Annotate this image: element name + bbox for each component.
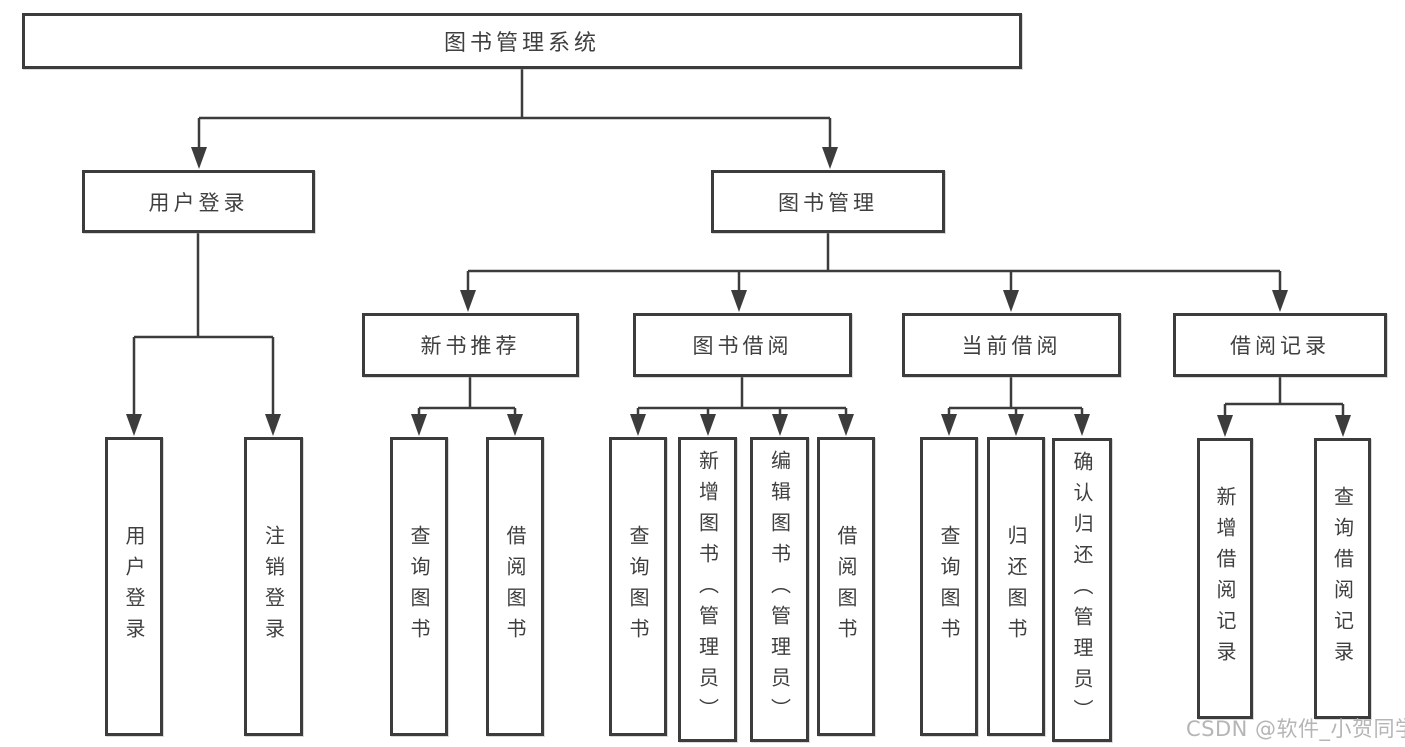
- node-book-management: 图书管理: [711, 170, 945, 233]
- leaf-query-book-c-label: 查询图书: [937, 524, 961, 649]
- leaf-add-book-label: 新增图书（管理员）: [695, 450, 720, 729]
- leaf-confirm-return-label: 确认归还（管理员）: [1070, 450, 1094, 730]
- leaf-return-book: 归还图书: [987, 437, 1045, 736]
- leaf-confirm-return: 确认归还（管理员）: [1052, 438, 1112, 742]
- leaf-borrow-book-a-label: 借阅图书: [503, 524, 527, 649]
- leaf-logout: 注销登录: [244, 437, 303, 736]
- node-user-login: 用户登录: [82, 170, 315, 233]
- node-current-borrow-label: 当前借阅: [961, 334, 1062, 358]
- leaf-user-login-label: 用户登录: [122, 524, 146, 649]
- leaf-user-login: 用户登录: [105, 437, 163, 736]
- watermark: CSDN @软件_小贺同学: [1186, 717, 1405, 741]
- leaf-borrow-book-b-label: 借阅图书: [834, 524, 858, 649]
- leaf-add-borrow-record: 新增借阅记录: [1197, 438, 1253, 719]
- leaf-edit-book-label: 编辑图书（管理员）: [767, 450, 792, 729]
- node-root-label: 图书管理系统: [443, 31, 600, 56]
- leaf-borrow-book-b: 借阅图书: [817, 437, 875, 736]
- connector-lines: [132, 69, 1345, 417]
- node-new-book-recommend: 新书推荐: [362, 313, 579, 377]
- leaf-borrow-book-a: 借阅图书: [486, 437, 544, 736]
- leaf-return-book-label: 归还图书: [1004, 524, 1028, 649]
- leaf-query-book-b: 查询图书: [609, 437, 667, 736]
- node-borrow-record: 借阅记录: [1173, 313, 1387, 377]
- node-new-book-recommend-label: 新书推荐: [420, 334, 521, 358]
- leaf-query-book-b-label: 查询图书: [626, 524, 650, 649]
- node-root: 图书管理系统: [22, 13, 1022, 69]
- node-borrow-record-label: 借阅记录: [1230, 334, 1330, 358]
- leaf-query-borrow-record: 查询借阅记录: [1314, 438, 1371, 719]
- leaf-edit-book: 编辑图书（管理员）: [750, 437, 809, 742]
- node-book-borrow-label: 图书借阅: [692, 334, 793, 358]
- leaf-add-borrow-record-label: 新增借阅记录: [1213, 485, 1237, 672]
- node-book-borrow: 图书借阅: [633, 313, 852, 377]
- leaf-query-book-c: 查询图书: [920, 437, 978, 736]
- leaf-add-book: 新增图书（管理员）: [678, 437, 737, 742]
- node-current-borrow: 当前借阅: [902, 313, 1121, 377]
- node-user-login-label: 用户登录: [148, 190, 249, 215]
- arrowhead-icons: [126, 147, 1351, 437]
- leaf-logout-label: 注销登录: [261, 524, 286, 649]
- leaf-query-book-a-label: 查询图书: [407, 524, 431, 649]
- leaf-query-book-a: 查询图书: [390, 437, 448, 736]
- node-book-management-label: 图书管理: [778, 190, 878, 215]
- leaf-query-borrow-record-label: 查询借阅记录: [1330, 485, 1355, 672]
